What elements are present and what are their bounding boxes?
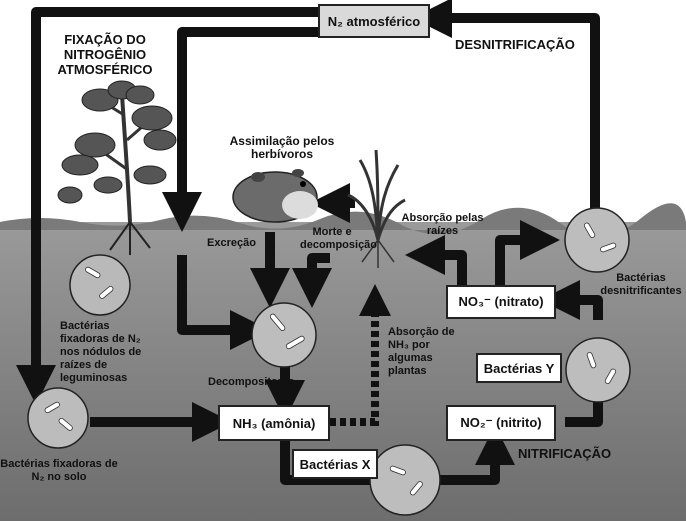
label-fixacao: FIXAÇÃO DO NITROGÊNIO ATMOSFÉRICO (57, 32, 153, 77)
dashed-arrows (330, 284, 391, 426)
label-bact-desnit: Bactérias desnitrificantes (600, 272, 682, 297)
legume-plant-icon (57, 80, 177, 255)
bacteria-cell-icon (27, 207, 631, 516)
no2-box: NO₂⁻ (nitrito) (446, 405, 556, 441)
label-assimilacao: Assimilação pelos herbívoros (229, 134, 335, 161)
label-desnitrificacao: DESNITRIFICAÇÃO (455, 37, 575, 52)
cycle-arrows (16, 0, 603, 485)
n2-atmospheric-box: N₂ atmosférico (318, 4, 430, 38)
label-morte: Morte e decomposição (300, 226, 378, 251)
nh3-box: NH₃ (amônia) (218, 405, 330, 441)
label-absorcao-raizes: Absorção pelas raízes (401, 212, 484, 237)
no3-box: NO₃⁻ (nitrato) (446, 285, 556, 319)
bacterias-x-box: Bactérias X (292, 449, 378, 479)
label-bact-nodulos: Bactérias fixadoras de N₂ nos nódulos de… (60, 320, 142, 384)
label-bact-solo: Bactérias fixadoras de N₂ no solo (0, 458, 118, 483)
label-excrecao: Excreção (207, 237, 256, 249)
hamster-icon (232, 169, 318, 223)
label-decompositores: Decompositores (208, 376, 295, 388)
bacterias-y-box: Bactérias Y (476, 353, 562, 383)
bacteria-rods (44, 222, 617, 496)
grass-plant-icon (347, 149, 406, 268)
label-absorcao-nh3: Absorção de NH₃ por algumas plantas (388, 326, 455, 377)
label-nitrificacao: NITRIFICAÇÃO (518, 446, 612, 461)
